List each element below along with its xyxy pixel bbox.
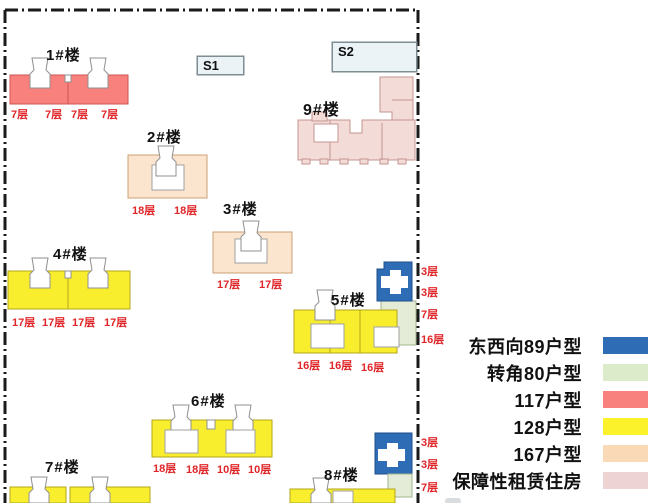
building-2-shape (127, 145, 208, 199)
building-1-shape (9, 57, 129, 105)
floor-label: 3层 (421, 459, 439, 471)
building-3-shape (212, 220, 293, 274)
building-3-name: 3#楼 (223, 201, 258, 218)
floor-label: 17层 (259, 279, 283, 291)
parcel-boundary (3, 8, 420, 503)
legend-swatch-yellow (603, 418, 648, 435)
floor-label: 7层 (421, 309, 439, 321)
building-8-name: 8#楼 (324, 467, 359, 484)
floor-label: 17层 (104, 317, 128, 329)
parcel-s2-label: S2 (332, 42, 417, 72)
floor-label: 18层 (174, 205, 198, 217)
legend-item-128: 128户型 (430, 418, 660, 438)
legend-swatch-red (603, 391, 648, 408)
building-4-shape (7, 257, 131, 310)
building-7-name: 7#楼 (45, 459, 80, 476)
building-9-name: 9#楼 (303, 102, 340, 119)
legend-item-117: 117户型 (430, 391, 660, 411)
floor-label: 17层 (12, 317, 36, 329)
legend-swatch-green (603, 364, 648, 381)
building-9-court (313, 123, 339, 143)
floor-label: 16层 (361, 362, 385, 374)
floor-label: 17层 (72, 317, 96, 329)
building-1-name: 1#楼 (46, 47, 81, 64)
floor-label: 18层 (186, 464, 210, 476)
legend-label: 保障性租赁住房 (452, 471, 582, 492)
floor-label: 7层 (71, 109, 89, 121)
floor-label: 3层 (421, 437, 439, 449)
legend-item-167: 167户型 (430, 445, 660, 465)
building-7-shape (9, 476, 151, 503)
floor-label: 17层 (42, 317, 66, 329)
legend: 东西向89户型 转角80户型 117户型 128户型 167户型 保障性租赁住房 (430, 337, 660, 499)
building-4-name: 4#楼 (53, 246, 88, 263)
parcel-s2-text: S2 (338, 44, 354, 59)
parcel-s1-label: S1 (197, 56, 244, 75)
legend-label: 东西向89户型 (468, 336, 582, 357)
building-2-name: 2#楼 (147, 129, 182, 146)
legend-swatch-blue (603, 337, 648, 354)
parcel-s1-text: S1 (203, 58, 219, 73)
building-5-blue-unit (376, 261, 413, 302)
legend-swatch-peach (603, 445, 648, 462)
building-9-shape (297, 76, 416, 165)
floor-label: 16层 (297, 360, 321, 372)
floor-label: 18层 (153, 463, 177, 475)
building-5-shape (293, 289, 400, 354)
legend-item-rental: 保障性租赁住房 (430, 472, 660, 492)
floor-label: 16层 (329, 360, 353, 372)
legend-swatch-pink (603, 472, 648, 489)
legend-label: 167户型 (513, 444, 582, 465)
legend-label: 128户型 (513, 417, 582, 438)
building-8-blue-unit (374, 432, 413, 475)
floor-label: 17层 (217, 279, 241, 291)
floor-label: 3层 (421, 266, 439, 278)
floor-label: 10层 (217, 464, 241, 476)
building-8-shape (289, 477, 396, 503)
floor-label: 16层 (421, 334, 445, 346)
legend-label: 117户型 (514, 390, 582, 411)
floor-label: 7层 (45, 109, 63, 121)
legend-label: 转角80户型 (486, 363, 582, 384)
floor-label: 3层 (421, 287, 439, 299)
legend-item-89: 东西向89户型 (430, 337, 660, 357)
floor-label: 7层 (101, 109, 119, 121)
cut-off-element (445, 498, 461, 503)
building-6-name: 6#楼 (191, 393, 226, 410)
floor-label: 7层 (421, 482, 439, 494)
legend-item-80: 转角80户型 (430, 364, 660, 384)
floor-label: 18层 (132, 205, 156, 217)
building-6-shape (151, 404, 273, 458)
floor-label: 10层 (248, 464, 272, 476)
building-5-name: 5#楼 (331, 292, 366, 309)
floor-label: 7层 (11, 109, 29, 121)
